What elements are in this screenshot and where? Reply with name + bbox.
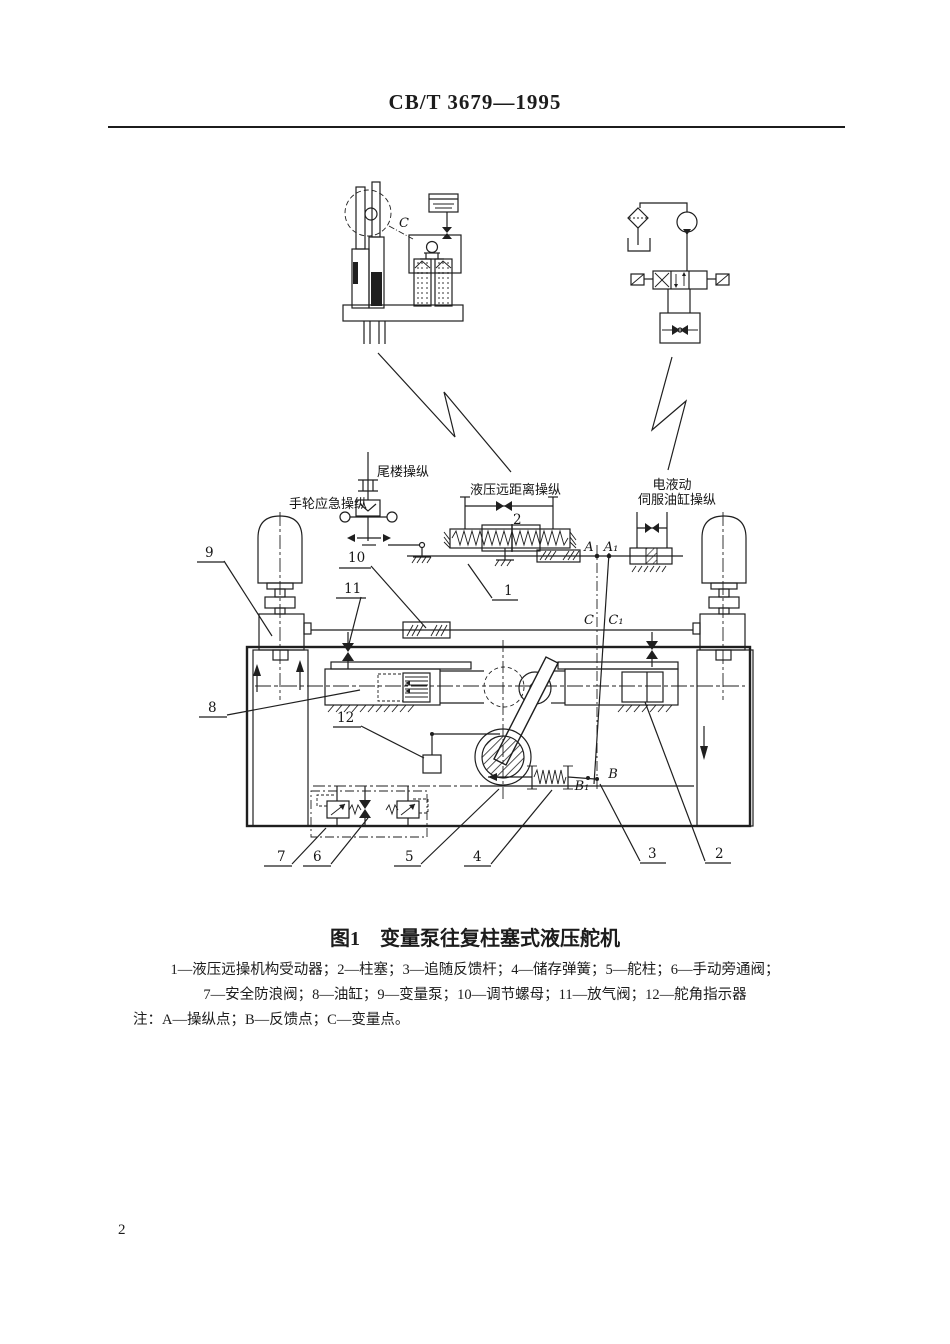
label-electro-hydraulic-1: 电液动	[652, 477, 691, 492]
part-label-9: 9	[205, 545, 214, 561]
air-vent-valve-left	[342, 632, 354, 669]
right-cylinder	[551, 661, 679, 713]
tank-symbol-icon	[627, 238, 651, 252]
directional-valve-icon	[630, 270, 730, 290]
point-label-C1: C₁	[608, 613, 623, 628]
storage-spring-unit	[488, 765, 599, 790]
air-vent-valve-right	[646, 632, 658, 667]
rudder-stock	[474, 728, 532, 786]
remote-receiver-unit	[443, 496, 577, 567]
servo-cylinder-unit	[629, 512, 673, 573]
point-label-B: B	[607, 767, 618, 782]
ground-hatch	[327, 704, 415, 713]
handwheel-knob-icon	[386, 511, 398, 523]
legend-note: 注：A—操纵点；B—反馈点；C—变量点。	[133, 1012, 410, 1028]
header-rule	[108, 126, 845, 129]
part-label-8: 8	[208, 700, 217, 716]
ground-hatch	[411, 556, 432, 564]
point-label-A: A	[583, 540, 593, 555]
left-motor-pump	[257, 512, 312, 700]
part-label-2-top: 2	[513, 512, 522, 528]
operating-rod	[407, 549, 683, 563]
steering-gear-housing	[245, 645, 754, 828]
part-label-1: 1	[504, 583, 513, 599]
part-label-4: 4	[473, 849, 482, 865]
page-number: 2	[118, 1222, 126, 1238]
legend-line-1: 1—液压远操机构受动器；2—柱塞；3—追随反馈杆；4—储存弹簧；5—舵柱；6—手…	[170, 962, 780, 978]
right-motor-pump	[692, 512, 747, 700]
bypass-valve-icon	[359, 800, 371, 818]
legend-line-2: 7—安全防浪阀；8—油缸；9—变量泵；10—调节螺母；11—放气阀；12—舵角指…	[203, 987, 747, 1003]
part-label-6: 6	[313, 849, 322, 865]
bevel-gear-icon	[347, 534, 391, 546]
label-electro-hydraulic-2: 伺服油缸操纵	[638, 492, 716, 507]
filter-icon	[627, 207, 649, 229]
figure-diagram: C	[197, 181, 754, 867]
label-stern-control: 尾楼操纵	[377, 464, 429, 479]
left-cylinder	[324, 661, 484, 713]
figure-caption: 图1 变量泵往复柱塞式液压舵机	[330, 928, 620, 950]
crosshead-and-tiller	[474, 640, 559, 800]
detail-inset-plunger-unit: C	[342, 181, 464, 344]
point-label-C: C	[584, 613, 594, 628]
part-label-7: 7	[277, 849, 286, 865]
part-number-labels: 1 2 2 3 4 5 6 7 8 9	[197, 512, 731, 867]
part-label-12: 12	[337, 710, 354, 726]
tank-icon	[428, 193, 459, 213]
pump-control-link	[311, 621, 693, 639]
part-label-2: 2	[715, 846, 724, 862]
handwheel-knob-icon	[339, 511, 351, 523]
check-valve-icon	[662, 325, 698, 335]
ground-hatch	[617, 704, 673, 713]
detail-connectors	[377, 352, 688, 473]
stern-control-mechanism	[339, 452, 432, 564]
pump-icon	[676, 211, 698, 235]
point-label-c-detail: C	[399, 216, 409, 231]
point-label-A1: A₁	[603, 540, 619, 555]
valve-group	[310, 786, 429, 838]
standard-code-header: CB/T 3679—1995	[388, 90, 562, 114]
part-label-10: 10	[348, 550, 365, 566]
label-handwheel-emergency: 手轮应急操纵	[289, 496, 367, 511]
detail-circle-C	[344, 189, 392, 237]
detail-inset-servo-circuit	[627, 202, 730, 344]
label-hydraulic-remote: 液压远距离操纵	[470, 482, 561, 497]
point-label-B1: B₁	[574, 779, 590, 794]
rudder-angle-indicator	[422, 732, 500, 774]
part-label-5: 5	[405, 849, 414, 865]
part-label-11: 11	[344, 581, 361, 597]
part-label-3: 3	[648, 846, 657, 862]
valve-icon	[442, 227, 452, 239]
receiver-springs	[451, 529, 569, 547]
